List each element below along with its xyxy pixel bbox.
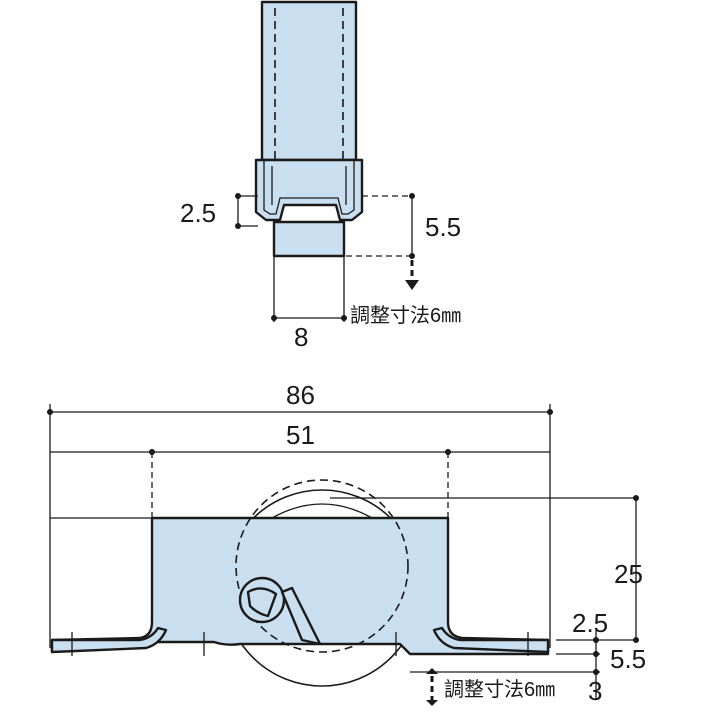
front-dim-overall: 86 [286,380,315,410]
top-body [260,0,358,162]
base-plate-left [50,626,168,654]
front-view: 86 51 25 [47,380,646,706]
top-view: 2.5 5.5 8 調整寸法6㎜ [180,0,461,352]
front-dim-plate: 2.5 [572,608,608,638]
front-dim-mount: 51 [286,420,315,450]
front-dim-adjust: 3 [588,676,602,706]
top-roller [272,220,346,258]
top-bracket [254,158,364,222]
front-dim-height: 25 [614,559,643,589]
top-dim-gap: 5.5 [425,212,461,242]
base-plate-right [432,626,550,654]
front-dim-gap: 5.5 [610,644,646,674]
top-adjust-note: 調整寸法6㎜ [350,304,461,327]
front-adjust-note: 調整寸法6㎜ [444,678,555,701]
front-bracket [50,516,550,656]
top-dim-width: 8 [294,322,308,352]
top-dim-height: 2.5 [180,198,216,228]
